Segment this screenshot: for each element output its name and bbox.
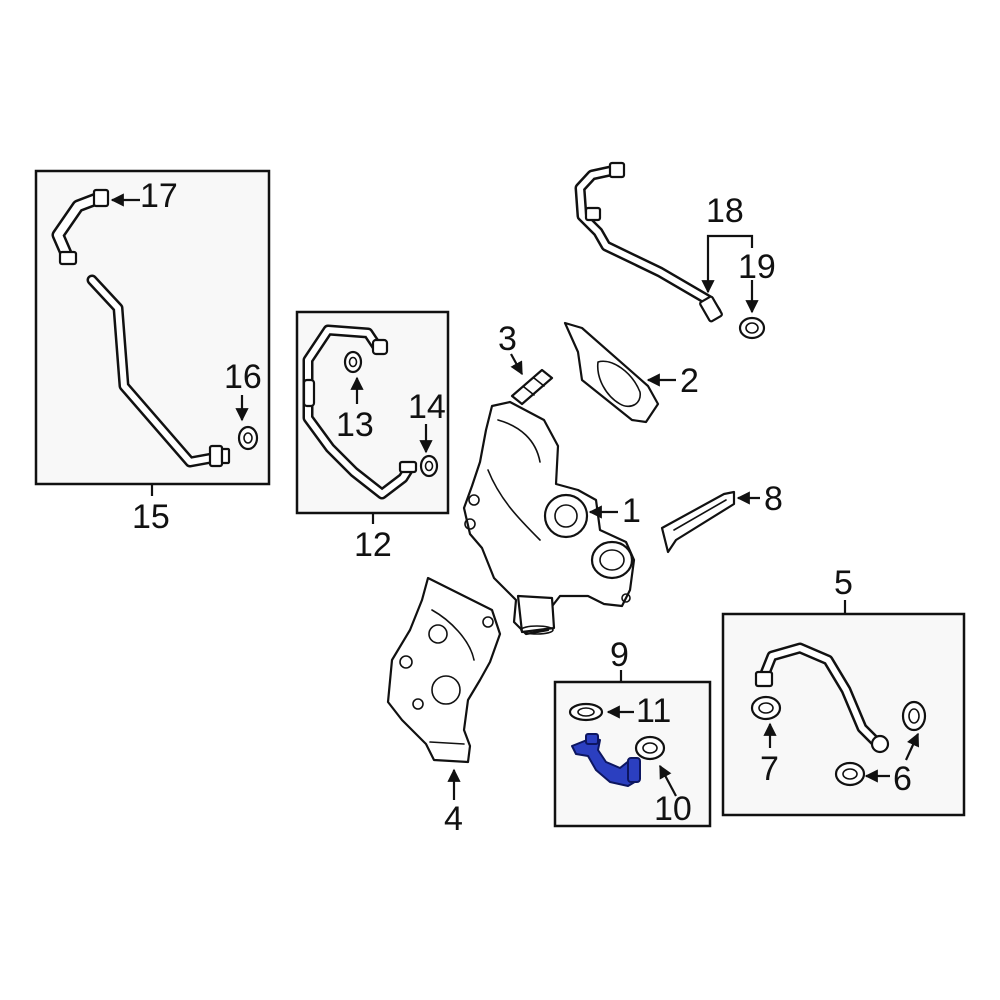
callout-17: 17: [140, 177, 178, 215]
callout-6: 6: [893, 760, 912, 798]
callout-3: 3: [498, 320, 517, 358]
callout-1: 1: [622, 492, 641, 530]
part-1-turbocharger[interactable]: [462, 400, 636, 636]
callout-14: 14: [408, 388, 446, 426]
group-box-15: 17 16 15: [34, 169, 271, 536]
washer-6a[interactable]: [901, 700, 927, 732]
callout-9: 9: [610, 636, 629, 674]
callout-18: 18: [706, 192, 744, 230]
part-15-pipe[interactable]: [86, 274, 231, 468]
callout-8: 8: [764, 480, 783, 518]
part-18-pipe[interactable]: [574, 161, 723, 323]
washer-10[interactable]: [634, 735, 666, 761]
part-2-gasket[interactable]: [563, 321, 660, 424]
callout-19: 19: [738, 248, 776, 286]
callout-13: 13: [336, 406, 374, 444]
group-box-9: 11 10 9: [553, 636, 712, 828]
callout-7: 7: [760, 750, 779, 788]
callout-15: 15: [132, 498, 170, 536]
part-8-shield[interactable]: [660, 490, 736, 554]
washer-11[interactable]: [568, 702, 604, 722]
group-box-5: 7 6 5: [721, 564, 966, 817]
washer-7[interactable]: [750, 695, 782, 721]
part-5-pipe[interactable]: [754, 642, 890, 754]
callout-16: 16: [224, 358, 262, 396]
part-17-pipe[interactable]: [51, 188, 110, 266]
callout-5: 5: [834, 564, 853, 602]
part-4-heat-shield[interactable]: [386, 576, 502, 764]
part-12-pipe[interactable]: [302, 324, 418, 500]
callout-12: 12: [354, 526, 392, 564]
group-box-12: 13 14 12: [295, 310, 450, 564]
callout-11: 11: [636, 692, 671, 730]
callout-4: 4: [444, 800, 463, 838]
callout-2: 2: [680, 362, 699, 400]
callout-10: 10: [654, 790, 692, 828]
washer-6b[interactable]: [834, 761, 866, 787]
washer-16[interactable]: [237, 425, 259, 451]
washer-19[interactable]: [738, 316, 766, 340]
part-3-stud[interactable]: [510, 368, 554, 406]
washer-14[interactable]: [419, 454, 439, 478]
washer-13[interactable]: [343, 350, 363, 374]
part-10-pipe-highlighted[interactable]: [571, 733, 641, 787]
